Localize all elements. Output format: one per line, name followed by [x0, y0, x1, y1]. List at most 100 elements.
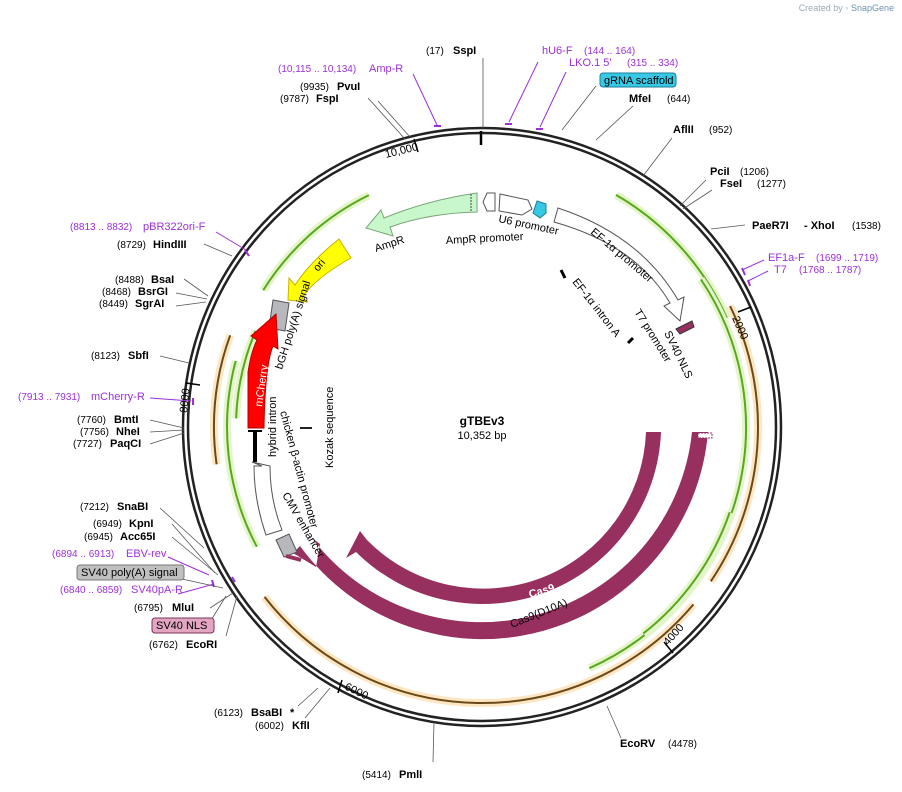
primer-ef1af-range: (1699 .. 1719) — [816, 253, 878, 264]
orf-arc-orange-left — [213, 334, 232, 465]
site-ecori: EcoRI — [186, 639, 217, 651]
snapgene-logo-icon: ◦ — [845, 3, 849, 13]
site-leaders — [149, 58, 746, 763]
primer-t7: T7 — [774, 264, 787, 276]
mcherry-arrow[interactable] — [247, 312, 279, 429]
site-pvui: PvuI — [337, 81, 360, 93]
site-xhoi: - XhoI — [804, 220, 835, 232]
site-bsrgi: BsrGI — [138, 286, 168, 298]
orf-arc-left — [226, 360, 258, 548]
sv40-nls-box-label: SV40 NLS — [156, 620, 207, 632]
sv40-nls-block[interactable] — [675, 320, 695, 335]
ori-arrow[interactable] — [287, 238, 352, 303]
primer-lko1-range: (315 .. 334) — [627, 58, 678, 69]
primer-ebvrev-range: (6894 .. 6913) — [52, 549, 114, 560]
site-pos-aflii: (952) — [709, 125, 732, 136]
site-pos-ecorv: (4478) — [668, 739, 697, 750]
hybrid-intron-label: hybrid intron — [267, 396, 279, 457]
site-pos-pcii: (1206) — [740, 167, 769, 178]
primer-ticks — [192, 123, 751, 588]
cas9-arrow[interactable] — [346, 432, 661, 604]
site-pmli: PmlI — [399, 769, 422, 781]
site-pos-pmli: (5414) — [362, 770, 391, 781]
primer-ampr: Amp-R — [369, 63, 403, 75]
site-pos-hindiii: (8729) — [117, 240, 146, 251]
grna-scaffold-block[interactable] — [532, 200, 547, 219]
grna-scaffold-box — [599, 72, 677, 88]
primer-hu6f-range: (144 .. 164) — [584, 46, 635, 57]
tick-8000-mark — [185, 382, 201, 386]
site-pos-mlui: (6795) — [134, 603, 163, 614]
primer-lko1: LKO.1 5' — [569, 57, 611, 69]
tick-6000-mark — [337, 679, 343, 694]
site-mfei: MfeI — [629, 93, 651, 105]
site-pos-acc65i: (6945) — [84, 532, 113, 543]
primer-mcherryr-range: (7913 .. 7931) — [18, 392, 80, 403]
site-acc65i: Acc65I — [120, 531, 155, 543]
site-pos-bsai: (8488) — [115, 275, 144, 286]
sv40-nls-2-block[interactable] — [285, 554, 302, 562]
site-pos-sspi: (17) — [426, 46, 444, 57]
site-ecorv: EcoRV — [620, 738, 656, 750]
site-pos-fspi: (9787) — [280, 94, 309, 105]
site-pos-xhoi: (1538) — [852, 221, 881, 232]
primer-sv40par-range: (6840 .. 6859) — [60, 585, 122, 596]
primer-pbr322: pBR322ori-F — [143, 221, 206, 233]
ampr-promoter-label: AmpR promoter — [446, 231, 524, 247]
sv40nls-leader — [209, 595, 227, 623]
tick-4000: 4000 — [661, 622, 686, 648]
ef1a-intron-label: EF-1α intron A — [570, 276, 623, 340]
grna-scaffold-label: gRNA scaffold — [604, 75, 674, 87]
site-pos-kfli: (6002) — [255, 721, 284, 732]
mcherry-label: mCherry — [253, 363, 271, 407]
site-sgrai: SgrAI — [135, 298, 164, 310]
chicken-actin-promoter-arrow[interactable] — [251, 461, 283, 536]
ampr-arrow[interactable] — [365, 192, 478, 237]
site-nhei: NheI — [116, 426, 140, 438]
ef1a-intron-marker — [559, 269, 567, 279]
site-paer7i: PaeR7I — [752, 220, 789, 232]
site-pos-nhei: (7756) — [80, 427, 109, 438]
tick-10000-mark — [413, 138, 419, 153]
orf-arc-orange-right — [709, 305, 759, 582]
site-pos-sbfi: (8123) — [91, 351, 120, 362]
plasmid-length: 10,352 bp — [458, 430, 507, 442]
site-pcii: PciI — [710, 166, 730, 178]
site-kpni: KpnI — [129, 518, 153, 530]
site-pos-kpni: (6949) — [93, 519, 122, 530]
site-aflii: AflII — [673, 124, 694, 136]
ampr-label: AmpR — [373, 234, 406, 255]
plasmid-name: gTBEv3 — [460, 414, 505, 428]
orf-arc-top-left — [262, 194, 370, 291]
grna-leader — [561, 85, 597, 131]
credit-brand: SnapGene — [850, 3, 894, 13]
site-sspi: SspI — [453, 45, 476, 57]
site-sbfi: SbfI — [128, 350, 149, 362]
cas9-d10a-arrow[interactable] — [293, 432, 708, 640]
site-pos-mfei: (644) — [667, 94, 690, 105]
site-kfli: KflI — [292, 720, 310, 732]
site-fspi: FspI — [316, 93, 339, 105]
primer-hu6f: hU6-F — [542, 45, 573, 57]
snapgene-credit: Created by ◦ SnapGene — [799, 3, 894, 13]
credit-prefix: Created by — [798, 3, 843, 13]
site-pos-bsrgi: (8468) — [102, 287, 131, 298]
primer-pbr322-range: (8813 .. 8832) — [70, 222, 132, 233]
site-hindiii: HindIII — [153, 239, 187, 251]
ef1a-promoter-arrow[interactable] — [553, 207, 685, 323]
sv40-polya-box — [76, 564, 185, 581]
ampr-promoter-arrow[interactable] — [482, 192, 496, 212]
site-pos-paqci: (7727) — [73, 439, 102, 450]
primer-ampr-range: (10,115 .. 10,134) — [278, 64, 356, 75]
tick-2000-mark — [737, 306, 752, 313]
site-pos-sgrai: (8449) — [99, 299, 128, 310]
site-bsabi-mark: * — [290, 707, 295, 719]
site-mlui: MluI — [172, 602, 194, 614]
u6-promoter-arrow[interactable] — [498, 193, 533, 216]
cmv-enhancer-block[interactable] — [275, 533, 298, 558]
primer-leaders — [149, 61, 769, 595]
kozak-label: Kozak sequence — [324, 387, 336, 468]
primer-ebvrev: EBV-rev — [126, 548, 167, 560]
site-pos-fsei: (1277) — [757, 179, 786, 190]
